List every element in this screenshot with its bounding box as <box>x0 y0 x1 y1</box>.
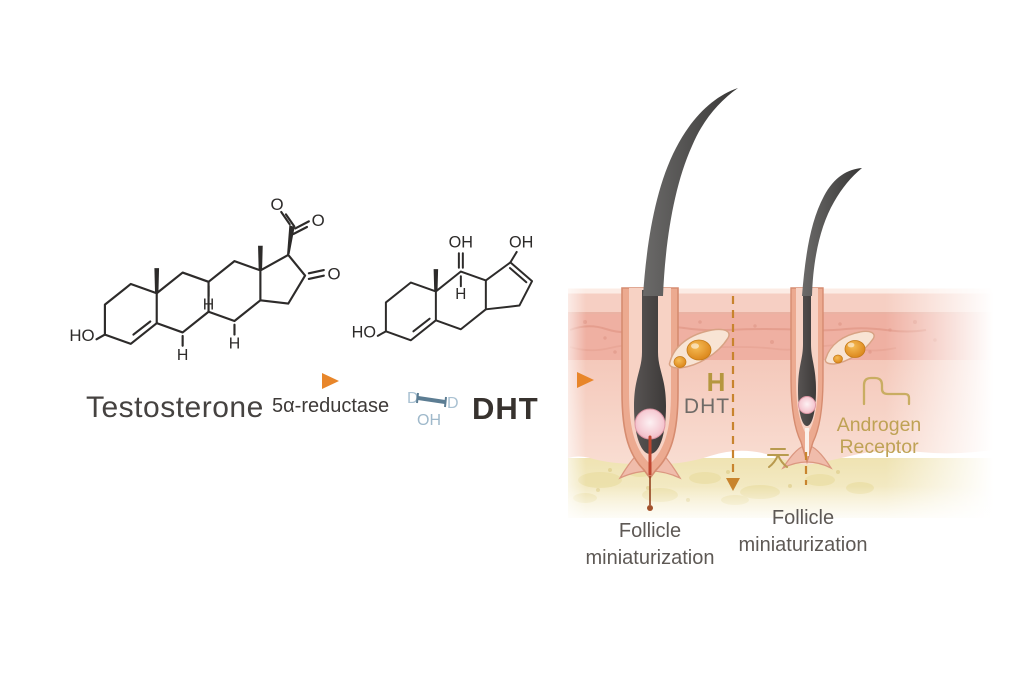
arrowhead <box>322 373 339 389</box>
bottom-fade <box>556 486 1024 536</box>
dht-name-label: DHT <box>472 391 539 426</box>
right-hair-root-bulb <box>798 290 816 426</box>
deuterium-fragment-icon: D D OH <box>407 390 459 429</box>
reaction-arrow-1 <box>248 373 339 389</box>
right-caption-line1: Follicle <box>772 507 834 529</box>
right-sebum-droplet-large <box>844 340 866 358</box>
dht-site-label: DHT <box>684 395 730 418</box>
dht-structure: HO OH OH H <box>352 233 534 342</box>
miniaturization-dashed-lines <box>731 296 868 490</box>
dht-wedge-bonds <box>433 269 439 292</box>
reaction-arrow-2 <box>530 372 594 388</box>
testosterone-h3-label: H <box>229 336 240 353</box>
arrowhead <box>577 372 594 388</box>
testosterone-o-top-label: O <box>270 196 283 214</box>
left-sebum-droplet-large <box>686 339 712 361</box>
left-follicle <box>618 88 738 480</box>
testosterone-structure: HO O O O H H H <box>69 196 341 364</box>
testosterone-h1-label: H <box>203 296 214 313</box>
testosterone-o-ring-label: O <box>328 264 341 283</box>
dht-h-label: H <box>455 286 466 303</box>
droplet-highlight <box>691 343 699 349</box>
testosterone-name-label: Testosterone <box>86 391 264 424</box>
testosterone-o-side-label: O <box>312 211 325 230</box>
receptor-mini-icon <box>767 448 789 468</box>
fragment-bond <box>416 392 447 408</box>
dht-h-symbol: H <box>707 367 726 397</box>
droplet-highlight <box>847 342 855 348</box>
testosterone-ho-label: HO <box>69 326 94 345</box>
left-caption-line2: miniaturization <box>586 547 715 569</box>
right-hair-shaft <box>802 168 862 296</box>
fragment-d-right: D <box>447 395 459 412</box>
testosterone-skeleton <box>95 210 325 347</box>
left-hair-shaft <box>643 88 738 296</box>
right-sebum-droplet-small <box>833 354 843 364</box>
enzyme-label: 5α-reductase <box>272 395 390 417</box>
androgen-receptor-label-line2: Receptor <box>839 436 919 458</box>
right-dermal-papilla <box>798 396 816 414</box>
left-caption-line1: Follicle <box>619 520 681 542</box>
testosterone-wedge-bonds <box>154 224 295 294</box>
left-caption-pointer-dot <box>647 505 653 511</box>
dht-oh-side-label: OH <box>509 233 533 251</box>
testosterone-h2-label: H <box>177 347 188 364</box>
fragment-d-left: D <box>407 390 419 407</box>
left-dermal-papilla <box>634 408 666 440</box>
androgen-receptor-icon <box>862 376 911 406</box>
fragment-oh: OH <box>417 412 441 429</box>
right-follicle <box>781 168 875 470</box>
dht-oh-top-label: OH <box>449 233 473 251</box>
dht-ho-label: HO <box>352 324 376 342</box>
dashed-arrowhead-down <box>726 478 740 491</box>
left-sebum-droplet-small <box>673 356 687 368</box>
androgen-receptor-label-line1: Androgen <box>837 414 922 436</box>
dht-skeleton <box>376 250 534 342</box>
right-caption-line2: miniaturization <box>739 534 868 556</box>
